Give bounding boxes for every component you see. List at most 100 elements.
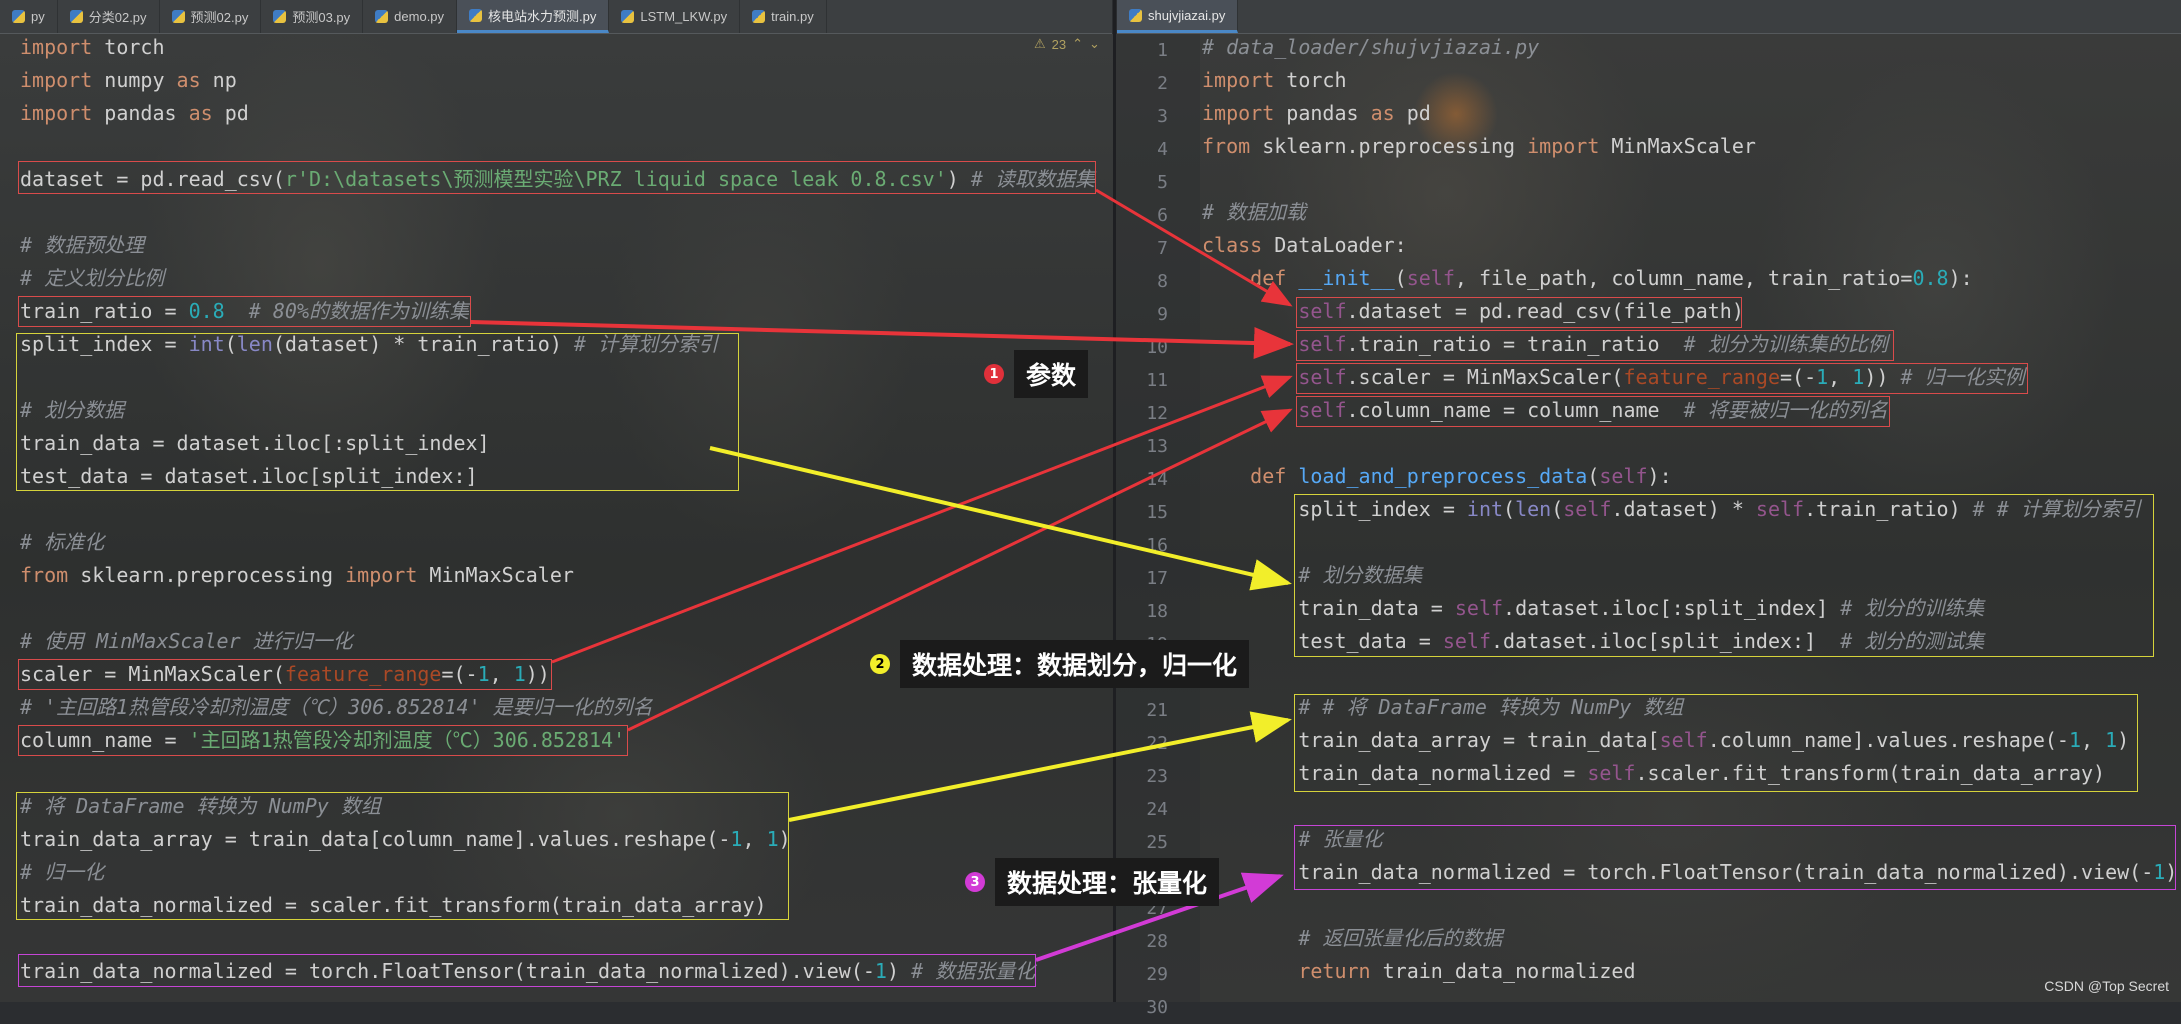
code-line[interactable]: from sklearn.preprocessing import MinMax… [20,563,574,587]
right-editor-pane[interactable] [1116,34,2181,1002]
code-line[interactable]: import pandas as pd [1202,101,1431,125]
line-number: 17 [1146,568,1168,589]
code-line[interactable]: train_data_normalized = scaler.fit_trans… [20,893,767,917]
right-box-split [1294,494,2154,657]
left-box-normalize [16,792,789,920]
code-line[interactable]: # 使用 MinMaxScaler 进行归一化 [20,629,353,653]
code-line[interactable]: train_data = dataset.iloc[:split_index] [20,431,490,455]
python-file-icon [69,10,83,23]
line-number: 25 [1146,832,1168,853]
code-line[interactable]: # '主回路1热管段冷却剂温度（℃）306.852814' 是要归一化的列名 [20,695,653,719]
code-line[interactable]: import pandas as pd [20,101,249,125]
code-line[interactable]: # 标准化 [20,530,105,554]
tab-fenlei02[interactable]: 分类02.py [58,0,160,33]
tab-yuce02[interactable]: 预测02.py [160,0,262,33]
annotation-arrows [470,188,1294,962]
code-line[interactable]: split_index = int(len(self.dataset) * se… [1202,497,2141,521]
code-line[interactable]: self.column_name = column_name # 将要被归一化的… [1298,398,1888,422]
annotation-params: 1 参数 [984,350,1089,398]
line-number: 4 [1157,139,1168,160]
tab-train[interactable]: train.py [740,0,827,33]
code-line[interactable]: def load_and_preprocess_data(self): [1250,464,1672,488]
right-box-scaler [1296,363,2028,394]
code-line[interactable]: # 返回张量化后的数据 [1298,926,1503,950]
code-line[interactable]: # 划分数据 [20,398,125,422]
code-line[interactable]: split_index = int(len(dataset) * train_r… [20,332,718,356]
code-line[interactable]: class DataLoader: [1202,233,1407,257]
python-file-icon [469,8,483,22]
tab-lstm-lkw[interactable]: LSTM_LKW.py [609,0,741,33]
chevron-down-icon[interactable]: ⌄ [1089,36,1100,51]
code-line[interactable]: train_data_normalized = torch.FloatTenso… [1202,860,2178,884]
code-line[interactable]: train_data_normalized = torch.FloatTenso… [20,959,1036,983]
code-line[interactable]: test_data = self.dataset.iloc[split_inde… [1202,629,1985,653]
warning-icon: ⚠ [1034,36,1046,51]
python-file-icon [375,10,389,23]
line-number: 13 [1146,436,1168,457]
code-line[interactable]: # 归一化 [20,860,105,884]
arrow-column-name [627,408,1293,732]
left-box-scaler [18,659,552,690]
python-file-icon [273,10,287,23]
tab-py[interactable]: py [0,0,58,33]
annotation-text-3: 数据处理：张量化 [995,858,1220,906]
code-line[interactable]: self.dataset = pd.read_csv(file_path) [1298,299,1744,323]
right-box-column-name [1296,396,1890,427]
code-line[interactable]: self.scaler = MinMaxScaler(feature_range… [1298,365,2025,389]
code-line[interactable]: return train_data_normalized [1298,959,1636,983]
right-box-train-ratio [1296,330,1894,361]
inspection-widget[interactable]: ⚠ 23 ⌃ ⌄ [1034,36,1100,52]
code-line[interactable]: self.train_ratio = train_ratio # 划分为训练集的… [1298,332,1888,356]
tab-shujvjiazai[interactable]: shujvjiazai.py [1117,0,1239,33]
code-line[interactable]: # 定义划分比例 [20,266,165,290]
code-line[interactable]: from sklearn.preprocessing import MinMax… [1202,134,1756,158]
code-line[interactable]: test_data = dataset.iloc[split_index:] [20,464,478,488]
annotation-number-1: 1 [984,364,1004,384]
line-number: 3 [1157,106,1168,127]
line-number: 15 [1146,502,1168,523]
code-line[interactable]: # # 将 DataFrame 转换为 NumPy 数组 [1298,695,1684,719]
left-box-read-csv [18,161,1096,194]
line-number: 12 [1146,403,1168,424]
right-box-dataset [1296,297,1742,328]
chevron-up-icon[interactable]: ⌃ [1072,36,1084,51]
code-line[interactable]: import torch [20,35,165,59]
line-number-gutter [1116,34,1200,1002]
code-line[interactable]: # 将 DataFrame 转换为 NumPy 数组 [20,794,381,818]
code-line[interactable]: # 划分数据集 [1298,563,1423,587]
code-line[interactable]: train_data_array = train_data[column_nam… [20,827,791,851]
line-number: 8 [1157,271,1168,292]
left-code-area[interactable]: import torch import numpy as np import pan… [20,31,1095,988]
code-line[interactable]: import torch [1202,68,1347,92]
annotation-number-3: 3 [965,872,985,892]
csdn-watermark: CSDN @Top Secret [2044,978,2169,994]
code-line[interactable]: train_data_normalized = self.scaler.fit_… [1202,761,2106,785]
code-line[interactable]: train_data_array = train_data[self.colum… [1202,728,2130,752]
line-number: 9 [1157,304,1168,325]
annotation-text-1: 参数 [1014,350,1089,398]
code-line[interactable]: # 数据预处理 [20,233,145,257]
code-line[interactable]: train_data = self.dataset.iloc[:split_in… [1202,596,1985,620]
warning-count: 23 [1051,36,1067,52]
code-line[interactable]: # data_loader/shujvjiazai.py [1202,35,1540,59]
code-line[interactable]: # 数据加载 [1202,200,1307,224]
code-line[interactable]: import numpy as np [20,68,237,92]
code-line[interactable]: scaler = MinMaxScaler(feature_range=(-1,… [20,662,550,686]
python-file-icon [12,10,25,23]
left-box-split [16,333,739,491]
code-line[interactable]: dataset = pd.read_csv(r'D:\datasets\预测模型… [20,167,1095,191]
code-line[interactable]: column_name = '主回路1热管段冷却剂温度（℃）306.852814… [20,728,626,752]
left-box-train-ratio [18,296,471,327]
code-line[interactable]: train_ratio = 0.8 # 80%的数据作为训练集 [20,299,470,323]
line-number: 5 [1157,172,1168,193]
tab-demo[interactable]: demo.py [363,0,458,33]
arrow-split [709,446,1292,591]
code-line[interactable]: # 张量化 [1298,827,1383,851]
python-file-icon [171,10,185,23]
tab-hedianzhan[interactable]: 核电站水力预测.py [457,0,610,33]
left-editor-tabs: py 分类02.py 预测02.py 预测03.py demo.py 核电站水力… [0,0,1112,34]
split-divider[interactable] [1113,0,1116,1002]
line-number: 1 [1157,40,1168,61]
tab-yuce03[interactable]: 预测03.py [261,0,364,33]
